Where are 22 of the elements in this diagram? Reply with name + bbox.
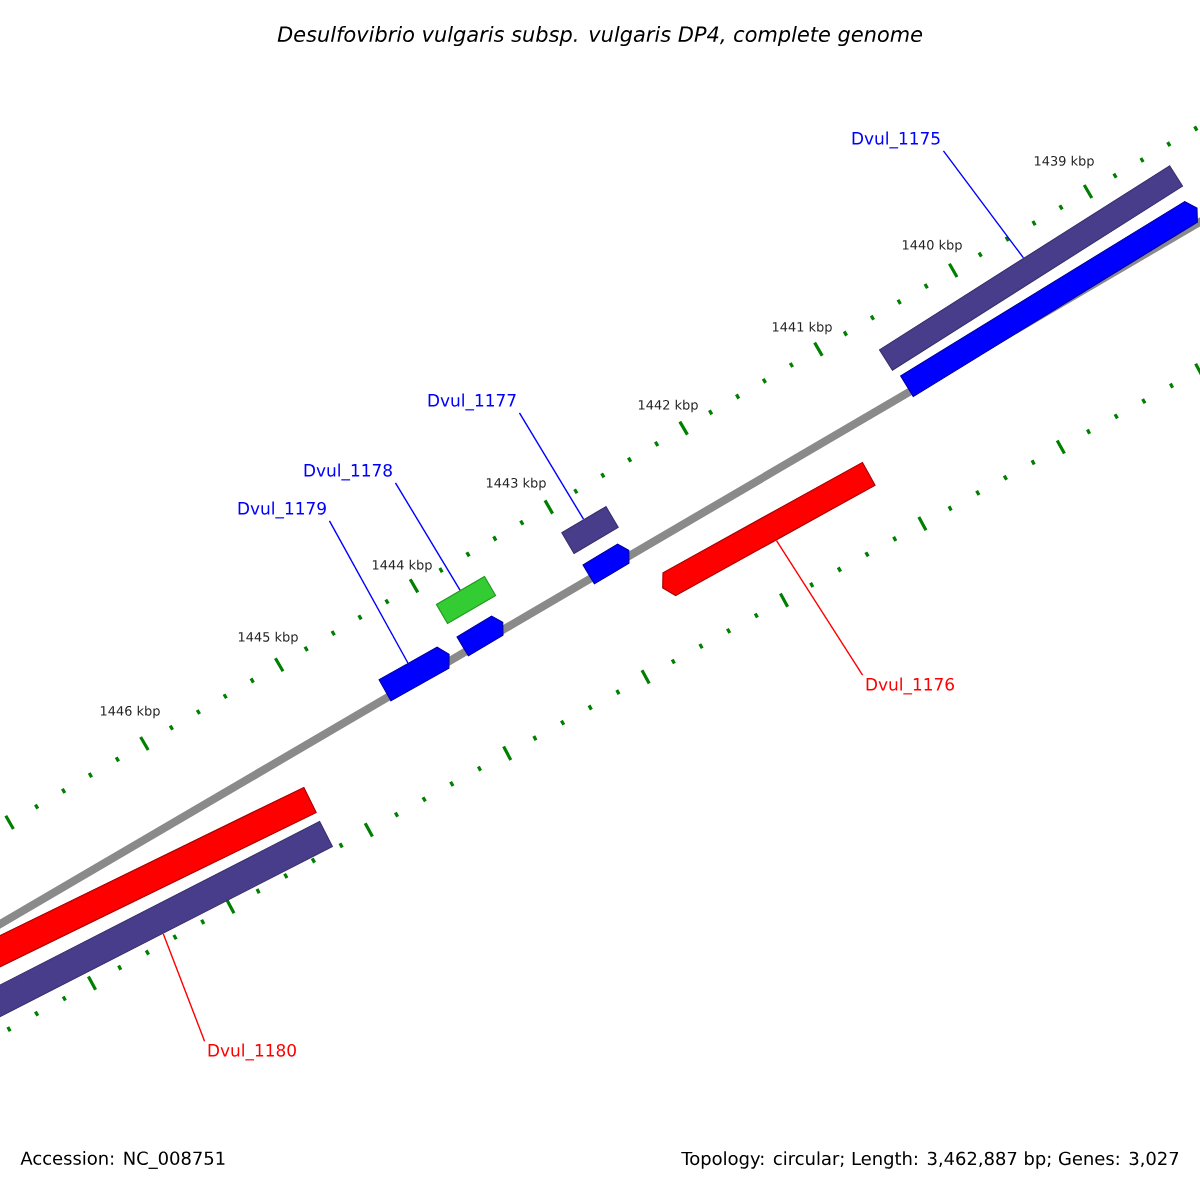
leader-line: [518, 412, 585, 520]
gene-block: [582, 543, 630, 585]
leader-line: [162, 933, 206, 1042]
leader-line: [394, 482, 461, 591]
gene-label: Dvul_1178: [304, 463, 392, 481]
gene-block: [378, 646, 450, 702]
gene-block: [435, 575, 497, 625]
gene-label: Dvul_1177: [428, 393, 516, 411]
footer-text: Accession: NC_008751: [20, 1151, 225, 1169]
gene-label: Dvul_1176: [866, 677, 954, 695]
leader-line: [942, 150, 1025, 259]
gene-block: [878, 165, 1184, 371]
footer-text: Topology: circular; Length: 3,462,887 bp; Genes: 3,027: [681, 1151, 1179, 1169]
gene-label: Dvul_1175: [852, 131, 940, 149]
leader-line: [328, 520, 409, 664]
gene-block: [456, 615, 504, 657]
gene-label: Dvul_1179: [238, 501, 326, 519]
title: Desulfovibrio vulgaris subsp. vulgaris DP4, complete genome: [277, 25, 923, 47]
gene-block: [0, 786, 317, 970]
gene-block: [662, 461, 876, 597]
gene-label: Dvul_1180: [208, 1043, 296, 1061]
leader-line: [775, 539, 864, 676]
